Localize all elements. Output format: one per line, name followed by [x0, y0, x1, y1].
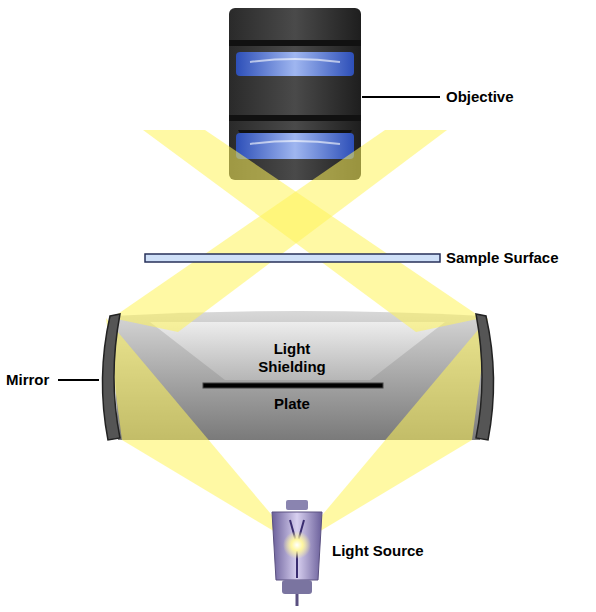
part-label: Sample Surface — [446, 249, 559, 267]
objective-lens — [229, 8, 361, 180]
sample-slide — [145, 254, 440, 262]
part-label: Objective — [446, 88, 514, 106]
lamp-symbol — [272, 500, 322, 606]
leader-line — [58, 379, 99, 381]
light-beams — [106, 130, 488, 545]
part-label: Light Source — [332, 542, 424, 560]
shielding-plate — [203, 383, 383, 388]
part-label: Mirror — [6, 371, 49, 389]
leader-line — [362, 96, 440, 98]
part-label: Light Shielding — [242, 340, 342, 376]
part-label: Plate — [274, 395, 310, 413]
curved-mirror — [102, 314, 493, 440]
